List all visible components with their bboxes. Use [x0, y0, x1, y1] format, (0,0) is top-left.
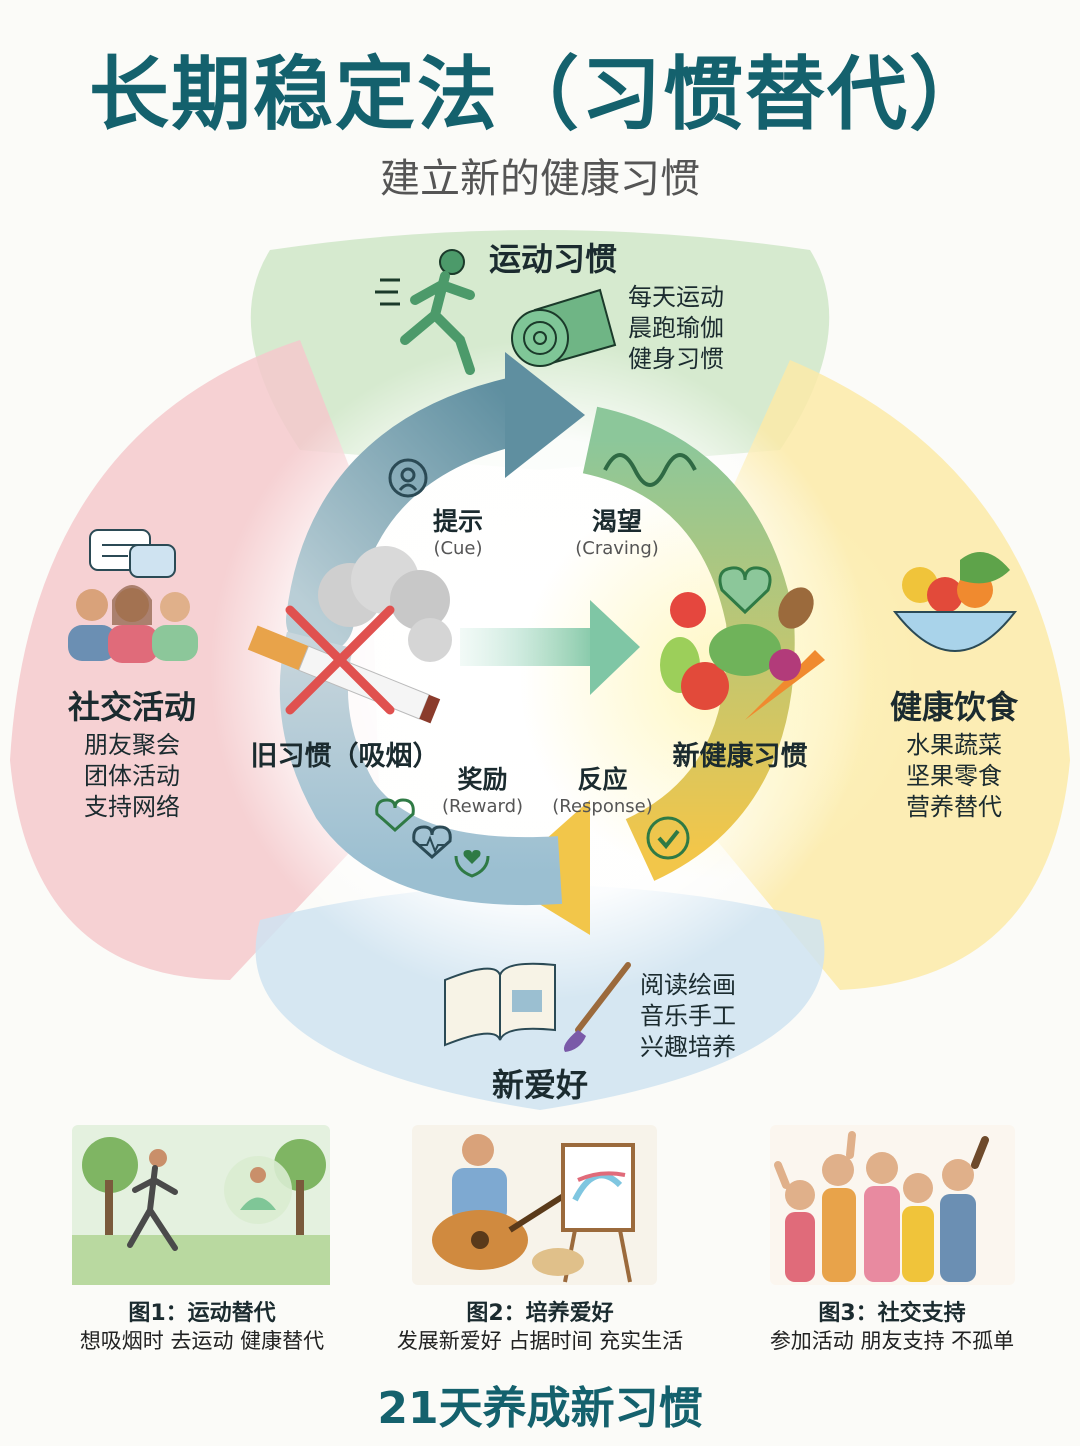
craving-label: 渴望 (Craving) [562, 502, 672, 559]
heart-check-icon [718, 566, 772, 615]
new-habit-label: 新健康习惯 [672, 741, 808, 772]
exercise-item: 健身习惯 [628, 345, 724, 373]
response-zh: 反应 [577, 765, 628, 794]
craving-zh: 渴望 [591, 507, 642, 536]
hobby-items: 阅读绘画 音乐手工 兴趣培养 [640, 970, 755, 1063]
reward-label: 奖励 (Reward) [430, 760, 535, 817]
craving-en: (Craving) [575, 538, 659, 559]
hobby-item: 音乐手工 [640, 1002, 736, 1030]
page-subtitle: 建立新的健康习惯 [380, 156, 700, 202]
cue-en: (Cue) [433, 538, 483, 559]
fruit-bowl-icon [892, 552, 1018, 652]
panel-3-sub: 参加活动 朋友支持 不孤单 [769, 1329, 1015, 1353]
loop-arrowhead-top [505, 352, 585, 478]
chat-bubbles-icon [89, 529, 176, 578]
response-label: 反应 (Response) [545, 760, 660, 817]
footer-slogan: 21天养成新习惯 [377, 1383, 703, 1434]
middle-arrow-head [590, 600, 640, 695]
person-head-icon [388, 458, 428, 498]
social-item: 朋友聚会 [84, 731, 180, 759]
exercise-items: 每天运动 晨跑瑜伽 健身习惯 [628, 282, 743, 375]
response-en: (Response) [552, 796, 653, 817]
exercise-item: 每天运动 [628, 283, 724, 311]
loop-arrow-right [582, 406, 795, 881]
reward-zh: 奖励 [457, 765, 508, 794]
hobby-item: 阅读绘画 [640, 971, 736, 999]
panel-3-title: 图3：社交支持 [818, 1301, 966, 1326]
diet-title: 健康饮食 [889, 688, 1018, 726]
panel-2-image [412, 1125, 657, 1285]
heartbeat-icon [375, 798, 415, 833]
social-title: 社交活动 [67, 688, 196, 726]
panel-3-image [770, 1125, 1015, 1285]
social-item: 支持网络 [84, 793, 180, 821]
reward-en: (Reward) [441, 796, 524, 817]
exercise-title: 运动习惯 [488, 240, 617, 278]
old-habit-label: 旧习惯（吸烟） [250, 741, 440, 772]
social-item: 团体活动 [84, 762, 180, 790]
panel-2-sub: 发展新爱好 占据时间 充实生活 [396, 1329, 684, 1353]
book-icon [444, 962, 556, 1047]
people-group-icon [68, 585, 198, 663]
social-items: 朋友聚会 团体活动 支持网络 [72, 730, 192, 823]
fruits-vegetables-icon [660, 566, 825, 720]
hobby-item: 兴趣培养 [640, 1033, 736, 1061]
hobby-title: 新爱好 [491, 1066, 588, 1104]
paintbrush-icon [563, 962, 631, 1052]
diet-item: 坚果零食 [906, 762, 1002, 790]
cue-zh: 提示 [432, 507, 483, 536]
exercise-item: 晨跑瑜伽 [628, 314, 724, 342]
panel-2-title: 图2：培养爱好 [466, 1301, 614, 1326]
check-circle-icon [646, 816, 690, 860]
panel-1-title: 图1：运动替代 [128, 1301, 276, 1326]
hands-heart-icon [454, 850, 490, 878]
heart-pulse-icon [412, 825, 452, 860]
panel-1-image [72, 1125, 330, 1285]
cue-label: 提示 (Cue) [408, 502, 508, 559]
diet-item: 水果蔬菜 [906, 731, 1002, 759]
diet-item: 营养替代 [906, 793, 1002, 821]
loop-arrow-left [279, 631, 563, 906]
runner-icon [375, 249, 475, 375]
diet-items: 水果蔬菜 坚果零食 营养替代 [894, 730, 1014, 823]
panel-1-sub: 想吸烟时 去运动 健康替代 [79, 1329, 325, 1353]
yoga-mat-icon [511, 288, 617, 367]
wave-icon [603, 453, 697, 487]
red-x-icon [285, 605, 395, 715]
page-title: 长期稳定法（习惯替代） [89, 48, 991, 141]
smoke-icon [318, 546, 452, 662]
